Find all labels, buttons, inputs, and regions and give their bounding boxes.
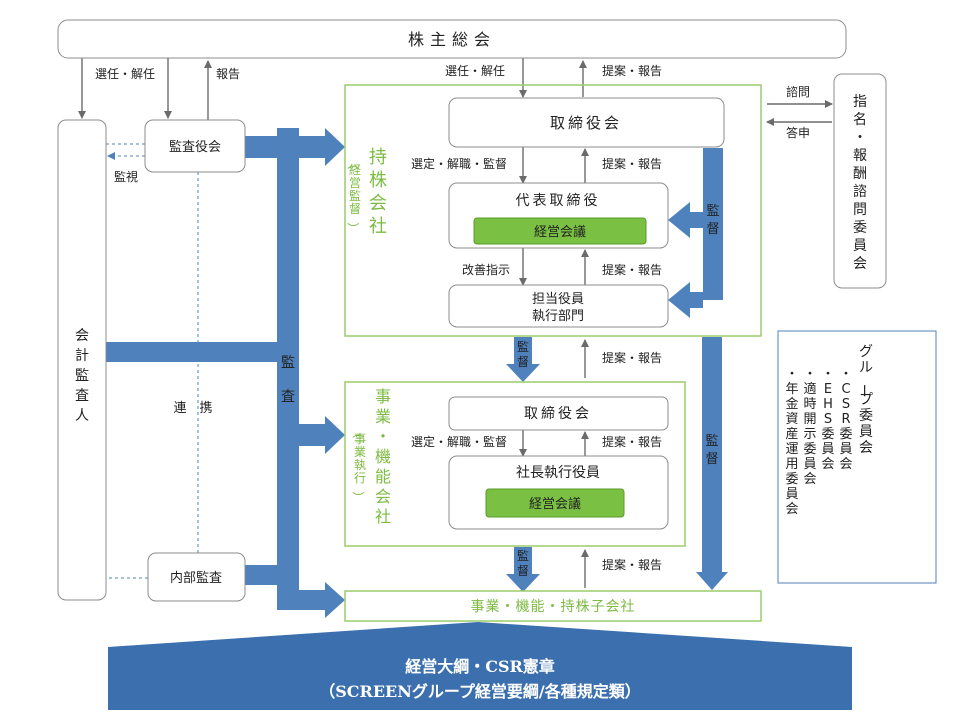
- supervise-hold-to-op-label: 監督: [517, 339, 529, 369]
- supervise-right-label-text: 監督: [706, 203, 719, 237]
- accounting-auditor-label-text: 会計監査人: [75, 328, 89, 424]
- audit-label-text: 監査: [281, 354, 295, 405]
- supervise-hold-to-op-arrow: [506, 337, 540, 382]
- cooperation-lines: [106, 143, 199, 579]
- group-committees-title-text: グループ委員会: [855, 344, 873, 456]
- edge-consult: 諮問: [786, 85, 810, 99]
- audit-structure: [104, 128, 345, 618]
- holding-title: 持株会社: [369, 147, 387, 237]
- nomination-committee-label-text: 指名・報酬諮問委員会: [853, 94, 867, 272]
- edge-select-supervise-1: 選定・解職・監督: [411, 156, 507, 171]
- operating-mgmt-meeting-box: [485, 488, 625, 518]
- group-committees-title: グループ委員会: [855, 344, 873, 456]
- supervise-op-to-sub-arrow: [506, 547, 540, 592]
- officers-box: [448, 284, 669, 328]
- footer-line1: 経営大綱・CSR憲章: [405, 657, 555, 676]
- edge-answer: 答申: [786, 125, 810, 140]
- operating-title: 事業・機能会社: [375, 387, 391, 526]
- edge-monitor: 監視: [114, 169, 138, 184]
- auditor-board-box: [144, 119, 246, 173]
- accounting-auditor-label: 会計監査人: [75, 328, 89, 424]
- accounting-auditor-box: [57, 119, 107, 601]
- supervise-long-arrow: [696, 337, 728, 590]
- committee-item-3: ・適時開示委員会: [803, 367, 816, 487]
- footer-line2: （SCREENグループ経営要綱/各種規定類）: [319, 682, 641, 701]
- operating-subtitle: （事業執行）: [351, 426, 366, 503]
- supervise-op-to-sub-label-text: 監督: [517, 548, 529, 578]
- holding-title-text: 持株会社: [369, 147, 387, 237]
- edge-select-supervise-2: 選定・解職・監督: [411, 434, 507, 449]
- operating-board-box: [448, 396, 669, 431]
- nomination-committee-box: [833, 73, 887, 289]
- officers-line2: 執行部門: [532, 308, 584, 324]
- holding-supervise-loop: [668, 148, 723, 318]
- supervise-long-label-text: 監督: [705, 433, 718, 467]
- footer-banner: [108, 622, 852, 710]
- shareholders-meeting-box: [57, 19, 847, 59]
- edge-propose-report-5: 提案・報告: [602, 557, 662, 572]
- group-committees-box: [777, 330, 937, 584]
- holding-mgmt-meeting-label: 経営会議: [534, 225, 586, 240]
- edge-report-auditors: 報告: [216, 67, 240, 81]
- holding-company-frame: [344, 84, 762, 337]
- operating-subtitle-text: （事業執行）: [351, 426, 366, 503]
- rep-director-label: 代表取締役: [516, 192, 601, 209]
- subsidiaries-label: 事業・機能・持株子会社: [471, 599, 636, 615]
- edge-appoint-auditors: 選任・解任: [95, 67, 155, 81]
- audit-label: 監査: [281, 354, 295, 405]
- edge-propose-report-1: 提案・報告: [602, 156, 662, 171]
- holding-subtitle: （経営監督）: [346, 157, 361, 234]
- officers-line1: 担当役員: [532, 292, 584, 307]
- holding-mgmt-meeting-box: [473, 217, 647, 245]
- holding-subtitle-text: （経営監督）: [346, 157, 361, 234]
- operating-title-text: 事業・機能会社: [375, 387, 391, 526]
- auditor-board-label: 監査役会: [169, 139, 221, 155]
- internal-audit-label: 内部監査: [170, 570, 222, 586]
- holding-board-box: [448, 97, 725, 148]
- committee-item-4: ・年金資産運用委員会: [785, 367, 798, 517]
- holding-board-label: 取締役会: [550, 114, 622, 132]
- nomination-committee-label: 指名・報酬諮問委員会: [853, 94, 867, 272]
- edge-propose-report-2: 提案・報告: [602, 262, 662, 277]
- operating-company-frame: [344, 381, 686, 547]
- internal-audit-box: [147, 552, 246, 602]
- subsidiaries-frame: [344, 590, 762, 622]
- operating-board-label: 取締役会: [524, 405, 592, 422]
- supervise-hold-to-op-label-text: 監督: [517, 339, 529, 369]
- edge-cooperation: 連 携: [173, 400, 212, 416]
- edge-propose-report-sh: 提案・報告: [602, 63, 662, 78]
- committee-item-4-text: ・年金資産運用委員会: [785, 367, 798, 517]
- edge-propose-report-3: 提案・報告: [602, 350, 662, 365]
- edge-improve-instruct: 改善指示: [462, 262, 510, 277]
- operating-mgmt-meeting-label: 経営会議: [529, 497, 581, 512]
- president-label: 社長執行役員: [516, 465, 600, 481]
- committee-item-3-text: ・適時開示委員会: [803, 367, 816, 487]
- supervise-op-to-sub-label: 監督: [517, 548, 529, 578]
- shareholders-meeting-label: 株主総会: [408, 30, 496, 49]
- thin-arrows: [78, 58, 833, 588]
- edge-appoint-board: 選任・解任: [445, 64, 505, 78]
- edge-propose-report-4: 提案・報告: [602, 434, 662, 449]
- supervise-long-label: 監督: [705, 433, 718, 467]
- supervise-right-label: 監督: [706, 203, 719, 237]
